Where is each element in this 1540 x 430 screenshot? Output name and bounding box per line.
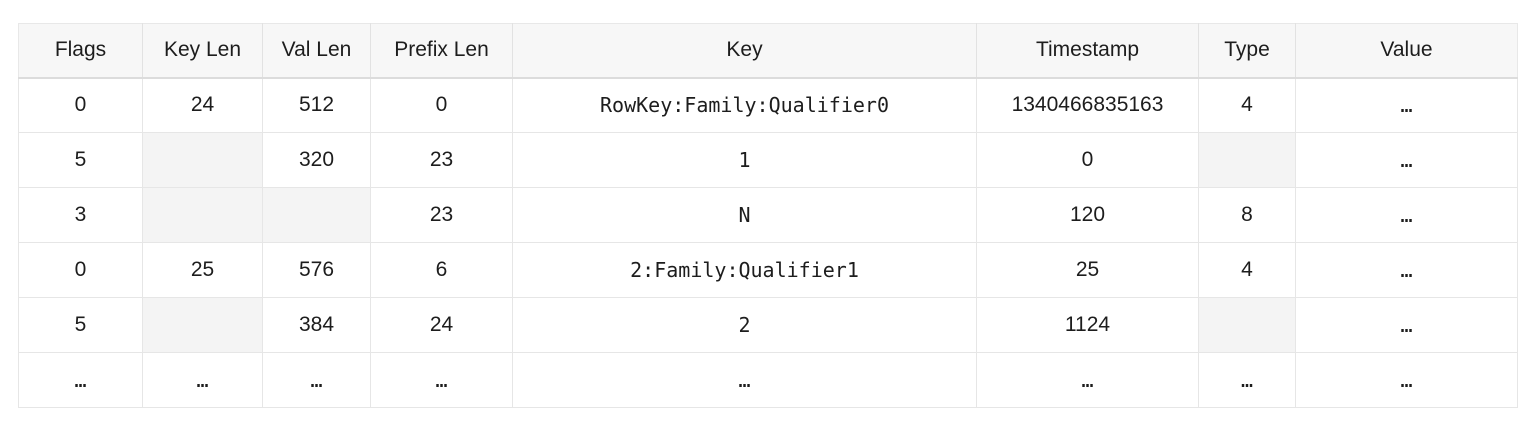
cell-type: 4 (1198, 242, 1296, 298)
cell-key: 2:Family:Qualifier1 (512, 242, 977, 298)
table-row: 0 25 576 6 2:Family:Qualifier1 25 4 … (18, 242, 1518, 298)
column-header-timestamp: Timestamp (976, 23, 1199, 79)
cell-val-len: 320 (262, 132, 371, 188)
cell-value: … (1295, 352, 1518, 408)
cell-prefix-len: 24 (370, 297, 513, 353)
table-row: 3 23 N 120 8 … (18, 187, 1518, 243)
cell-timestamp: 120 (976, 187, 1199, 243)
column-header-prefix-len: Prefix Len (370, 23, 513, 79)
cell-key: 2 (512, 297, 977, 353)
cell-key-len (142, 297, 263, 353)
column-header-key-len: Key Len (142, 23, 263, 79)
cell-key: N (512, 187, 977, 243)
cell-flags: 0 (18, 77, 143, 133)
cell-prefix-len: 23 (370, 187, 513, 243)
table-body: 0 24 512 0 RowKey:Family:Qualifier0 1340… (18, 77, 1518, 408)
cell-prefix-len: 6 (370, 242, 513, 298)
column-header-val-len: Val Len (262, 23, 371, 79)
table-row-ellipsis: … … … … … … … … (18, 352, 1518, 408)
cell-val-len: 576 (262, 242, 371, 298)
cell-value: … (1295, 297, 1518, 353)
cell-key-len: … (142, 352, 263, 408)
cell-prefix-len: 23 (370, 132, 513, 188)
hfile-keyvalue-encoding-table: Flags Key Len Val Len Prefix Len Key Tim… (18, 23, 1518, 408)
cell-key-len (142, 187, 263, 243)
cell-type (1198, 297, 1296, 353)
column-header-key: Key (512, 23, 977, 79)
cell-val-len: 384 (262, 297, 371, 353)
cell-val-len: … (262, 352, 371, 408)
cell-timestamp: 1124 (976, 297, 1199, 353)
cell-type: … (1198, 352, 1296, 408)
cell-key: 1 (512, 132, 977, 188)
cell-value: … (1295, 187, 1518, 243)
cell-type: 4 (1198, 77, 1296, 133)
cell-type (1198, 132, 1296, 188)
cell-timestamp: 0 (976, 132, 1199, 188)
cell-key-len: 25 (142, 242, 263, 298)
cell-value: … (1295, 242, 1518, 298)
table-row: 5 384 24 2 1124 … (18, 297, 1518, 353)
cell-value: … (1295, 132, 1518, 188)
cell-key: … (512, 352, 977, 408)
cell-type: 8 (1198, 187, 1296, 243)
cell-flags: 5 (18, 132, 143, 188)
table-header-row: Flags Key Len Val Len Prefix Len Key Tim… (18, 23, 1518, 79)
table-container: Flags Key Len Val Len Prefix Len Key Tim… (18, 23, 1518, 408)
cell-timestamp: 1340466835163 (976, 77, 1199, 133)
cell-key-len (142, 132, 263, 188)
table-row: 0 24 512 0 RowKey:Family:Qualifier0 1340… (18, 77, 1518, 133)
cell-timestamp: … (976, 352, 1199, 408)
column-header-flags: Flags (18, 23, 143, 79)
cell-value: … (1295, 77, 1518, 133)
table-row: 5 320 23 1 0 … (18, 132, 1518, 188)
cell-key-len: 24 (142, 77, 263, 133)
column-header-type: Type (1198, 23, 1296, 79)
cell-flags: 3 (18, 187, 143, 243)
cell-prefix-len: 0 (370, 77, 513, 133)
cell-flags: 0 (18, 242, 143, 298)
cell-val-len: 512 (262, 77, 371, 133)
cell-key: RowKey:Family:Qualifier0 (512, 77, 977, 133)
column-header-value: Value (1295, 23, 1518, 79)
cell-val-len (262, 187, 371, 243)
cell-prefix-len: … (370, 352, 513, 408)
cell-flags: 5 (18, 297, 143, 353)
table-header: Flags Key Len Val Len Prefix Len Key Tim… (18, 23, 1518, 79)
cell-flags: … (18, 352, 143, 408)
cell-timestamp: 25 (976, 242, 1199, 298)
